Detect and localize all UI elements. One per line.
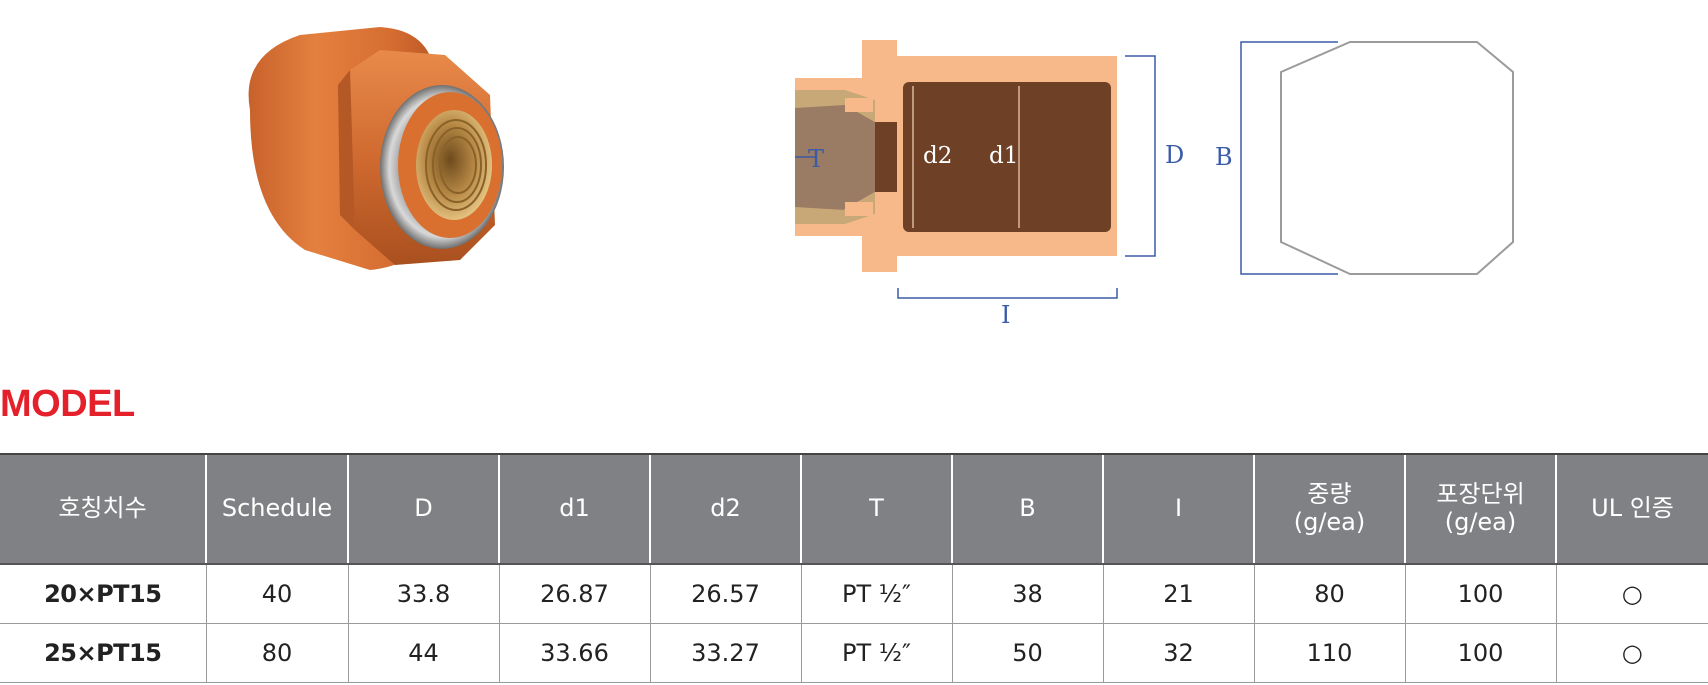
- cell-B: 38: [951, 564, 1103, 624]
- header-B: B: [951, 453, 1103, 565]
- cell-d2: 33.27: [649, 623, 801, 683]
- label-d2: d2: [923, 143, 952, 169]
- table-row: 20×PT15 40 33.8 26.87 26.57 PT ½″ 38 21 …: [0, 564, 1708, 624]
- table-row: 25×PT15 80 44 33.66 33.27 PT ½″ 50 32 11…: [0, 623, 1708, 683]
- section-title: MODEL: [0, 383, 135, 425]
- thread-lines: [425, 119, 487, 211]
- header-weight: 중량 (g/ea): [1253, 453, 1405, 565]
- octagon-dimension-line: [1240, 41, 1338, 275]
- cross-section-diagram: d2 d1 D I: [795, 40, 1184, 329]
- cell-weight: 110: [1253, 623, 1405, 683]
- header-packing-unit: 포장단위 (g/ea): [1404, 453, 1556, 565]
- dimension-lines: [795, 55, 1156, 299]
- cell-schedule: 80: [205, 623, 348, 683]
- cell-B: 50: [951, 623, 1103, 683]
- cell-nominal-size: 20×PT15: [0, 564, 206, 624]
- cell-D: 33.8: [347, 564, 499, 624]
- inner-dimension-arrows: [912, 86, 1020, 228]
- header-d2: d2: [649, 453, 801, 565]
- cell-T: PT ½″: [800, 623, 952, 683]
- cell-d1: 33.66: [498, 623, 650, 683]
- label-T: T: [808, 145, 824, 173]
- cell-d2: 26.57: [649, 564, 801, 624]
- fitting-section: [795, 40, 1117, 272]
- header-schedule: Schedule: [205, 453, 348, 565]
- cell-packing-unit: 100: [1404, 623, 1556, 683]
- header-T: T: [800, 453, 952, 565]
- header-I: I: [1102, 453, 1254, 565]
- table-header-row: 호칭치수 Schedule D d1 d2 T B I 중량 (g/ea) 포장…: [0, 453, 1708, 565]
- label-T-holder: T: [808, 145, 824, 173]
- octagon-outline: [1280, 41, 1514, 275]
- cell-D: 44: [347, 623, 499, 683]
- header-D: D: [347, 453, 499, 565]
- header-d1: d1: [498, 453, 650, 565]
- label-B: B: [1215, 143, 1233, 171]
- cell-d1: 26.87: [498, 564, 650, 624]
- label-I: I: [1001, 301, 1010, 329]
- cell-schedule: 40: [205, 564, 348, 624]
- label-D: D: [1165, 141, 1184, 169]
- cell-I: 21: [1102, 564, 1254, 624]
- cell-weight: 80: [1253, 564, 1405, 624]
- cell-packing-unit: 100: [1404, 564, 1556, 624]
- product-photo: [248, 27, 504, 270]
- cell-I: 32: [1102, 623, 1254, 683]
- cell-ul-cert: ○: [1555, 564, 1708, 624]
- header-nominal-size: 호칭치수: [0, 453, 206, 565]
- label-d1: d1: [989, 143, 1018, 169]
- header-ul-cert: UL 인증: [1555, 453, 1708, 565]
- octagon-end-view: B: [1215, 41, 1514, 275]
- cell-nominal-size: 25×PT15: [0, 623, 206, 683]
- model-spec-table: 호칭치수 Schedule D d1 d2 T B I 중량 (g/ea) 포장…: [0, 453, 1708, 683]
- cell-T: PT ½″: [800, 564, 952, 624]
- cell-ul-cert: ○: [1555, 623, 1708, 683]
